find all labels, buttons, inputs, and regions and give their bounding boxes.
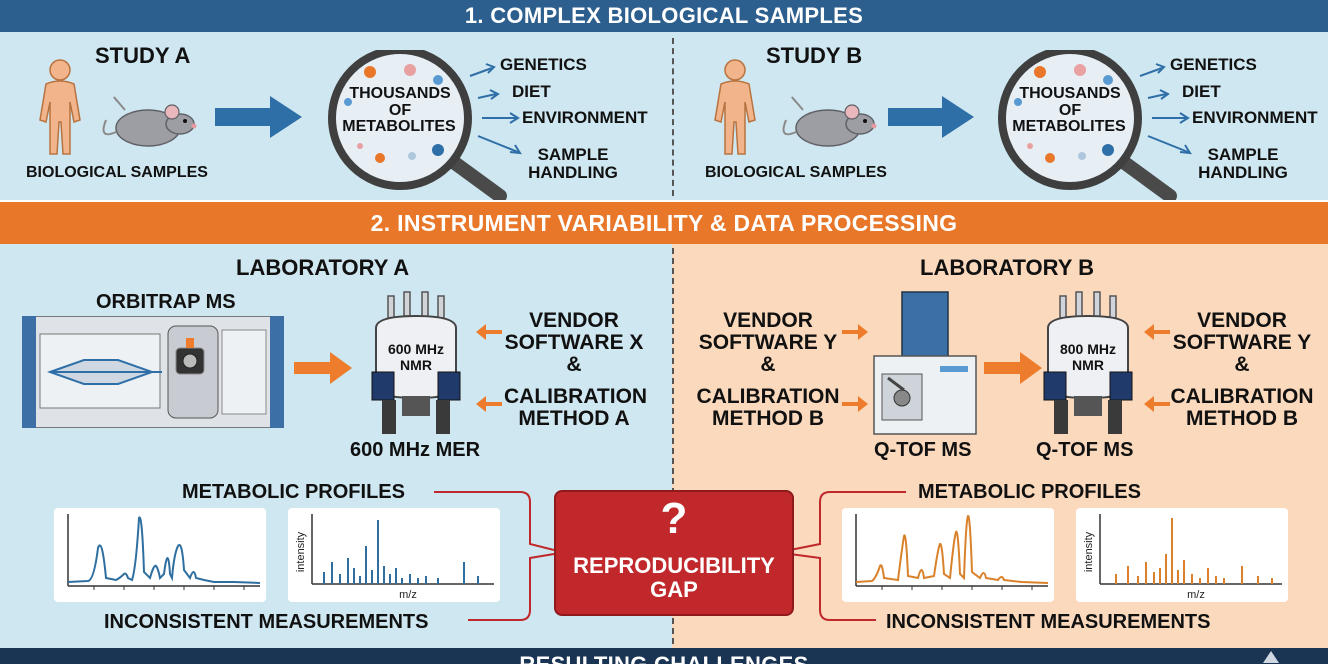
section2-title: 2. INSTRUMENT VARIABILITY & DATA PROCESS…: [370, 210, 958, 236]
study-a-factor-handling: HANDLING: [528, 163, 618, 182]
lab-b-title: LABORATORY B: [920, 255, 1094, 280]
arrow-right-icon: [294, 352, 352, 384]
lab-b-inconsistent-label: INCONSISTENT MEASUREMENTS: [886, 611, 1211, 633]
qtof-ms-label: Q-TOF MS: [874, 439, 972, 461]
lab-b-software-right-line1: VENDOR: [1197, 309, 1287, 332]
lab-b-chart-ylabel: intensity: [1083, 531, 1095, 572]
human-icon: [714, 59, 756, 155]
factor-arrows: [469, 63, 522, 155]
human-icon: [39, 59, 81, 155]
study-b-factor-environment: ENVIRONMENT: [1192, 108, 1318, 127]
orbitrap-ms-instrument: [22, 316, 284, 428]
arrow-left-icon: [1144, 324, 1170, 340]
study-b-title: STUDY B: [766, 43, 863, 68]
study-b-lens-line2: OF: [1058, 102, 1082, 119]
study-a-factor-genetics: GENETICS: [500, 55, 587, 74]
arrow-right-icon: [842, 396, 868, 412]
arrow-right-icon: [888, 96, 974, 138]
lab-a-ms-bars: [323, 520, 479, 584]
nmr-600-text-line1: 600 MHz: [387, 341, 445, 357]
section1-divider: [672, 38, 674, 196]
section3-header: RESULTING CHALLENGES: [0, 648, 1328, 664]
lab-a-chart-xlabel: m/z: [399, 589, 417, 601]
study-b-factor-genetics: GENETICS: [1170, 55, 1257, 74]
lab-b-calibration-right-line1: CALIBRATION: [1170, 385, 1314, 408]
study-a-lens-line3: METABOLITES: [342, 118, 456, 135]
lab-a-spectrum-chart: [54, 508, 266, 602]
study-a-samples-label: BIOLOGICAL SAMPLES: [26, 164, 208, 181]
lab-b-spectrum-chart: [842, 508, 1054, 602]
lab-a-calibration-line1: CALIBRATION: [504, 385, 648, 408]
nmr-800-label: Q-TOF MS: [1036, 439, 1134, 461]
qtof-ms-instrument: [873, 291, 977, 435]
lab-b-software-left-line2: SOFTWARE Y: [698, 331, 838, 354]
study-a-factor-sample: SAMPLE: [537, 145, 609, 164]
gap-line1: REPRODUCIBILITY: [573, 553, 775, 578]
study-b-factor-diet: DIET: [1182, 82, 1221, 101]
arrow-right-icon: [215, 96, 302, 138]
lab-a-title: LABORATORY A: [236, 255, 410, 280]
study-a-factor-environment: ENVIRONMENT: [522, 108, 648, 127]
study-b-factor-handling: HANDLING: [1198, 163, 1288, 182]
study-b-lens-line3: METABOLITES: [1012, 118, 1126, 135]
arrow-right-icon: [984, 352, 1042, 384]
nmr-600-text-line2: NMR: [400, 357, 432, 373]
magnifier-icon: [328, 50, 507, 200]
study-a-lens-line2: OF: [388, 102, 412, 119]
study-b-factor-sample: SAMPLE: [1207, 145, 1279, 164]
nmr-600-magnet: [371, 291, 461, 434]
arrow-right-icon: [842, 324, 868, 340]
lab-b-calibration-right-line2: METHOD B: [1186, 407, 1298, 430]
lab-a-inconsistent-label: INCONSISTENT MEASUREMENTS: [104, 611, 429, 633]
lab-b-software-right-line3: &: [1234, 353, 1250, 376]
lab-a-software-line2: SOFTWARE X: [504, 331, 644, 354]
orbitrap-ms-label: ORBITRAP MS: [96, 291, 236, 313]
lab-a-chart-ylabel: intensity: [295, 531, 307, 572]
lab-b-ms-bars: [1115, 518, 1273, 584]
study-b-samples-label: BIOLOGICAL SAMPLES: [705, 164, 887, 181]
study-b-illustration: [714, 50, 1192, 200]
lab-a-ms-bar-chart: intensity m/z: [288, 508, 500, 602]
section2-divider: [672, 248, 674, 644]
arrow-left-icon: [476, 324, 502, 340]
lab-a-software-line1: VENDOR: [529, 309, 619, 332]
lab-a-profiles-label: METABOLIC PROFILES: [182, 481, 405, 503]
gap-question-icon: ?: [660, 494, 688, 543]
nmr-800-text-line1: 800 MHz: [1059, 341, 1117, 357]
section1-header: 1. COMPLEX BIOLOGICAL SAMPLES: [0, 0, 1328, 32]
arrow-left-icon: [1144, 396, 1170, 412]
section2-header: 2. INSTRUMENT VARIABILITY & DATA PROCESS…: [0, 202, 1328, 244]
lab-a-calibration-line2: METHOD A: [518, 407, 630, 430]
lab-b-calibration-left-line2: METHOD B: [712, 407, 824, 430]
section3-title: RESULTING CHALLENGES: [519, 654, 808, 664]
study-a-title: STUDY A: [95, 43, 191, 68]
lab-b-chart-xlabel: m/z: [1187, 589, 1205, 601]
gap-line2: GAP: [650, 577, 698, 602]
reproducibility-gap-box: ? REPRODUCIBILITY GAP: [554, 490, 794, 616]
study-b-lens-line1: THOUSANDS: [1019, 85, 1121, 102]
mouse-icon: [102, 96, 197, 147]
study-a-illustration: [39, 50, 522, 200]
study-a-lens-line1: THOUSANDS: [349, 85, 451, 102]
magnifier-icon: [998, 50, 1177, 200]
study-a-factor-diet: DIET: [512, 82, 551, 101]
nmr-600-label: 600 MHz MER: [350, 439, 481, 461]
arrow-left-icon: [476, 396, 502, 412]
nmr-800-text-line2: NMR: [1072, 357, 1104, 373]
lab-b-software-left-line1: VENDOR: [723, 309, 813, 332]
lab-b-spectrum-line: [855, 514, 1049, 584]
lab-b-software-right-line2: SOFTWARE Y: [1172, 331, 1312, 354]
section1-title: 1. COMPLEX BIOLOGICAL SAMPLES: [464, 3, 864, 28]
scroll-up-icon[interactable]: [1262, 650, 1280, 664]
lab-b-software-left-line3: &: [760, 353, 776, 376]
lab-a-spectrum-line: [67, 516, 261, 584]
nmr-800-magnet: [1043, 291, 1133, 434]
lab-a-software-line3: &: [566, 353, 582, 376]
lab-b-profiles-label: METABOLIC PROFILES: [918, 481, 1141, 503]
lab-b-calibration-left-line1: CALIBRATION: [696, 385, 840, 408]
mouse-icon: [782, 96, 877, 147]
factor-arrows: [1139, 63, 1192, 155]
gap-connectors: [434, 491, 906, 621]
lab-b-ms-bar-chart: intensity m/z: [1076, 508, 1288, 602]
